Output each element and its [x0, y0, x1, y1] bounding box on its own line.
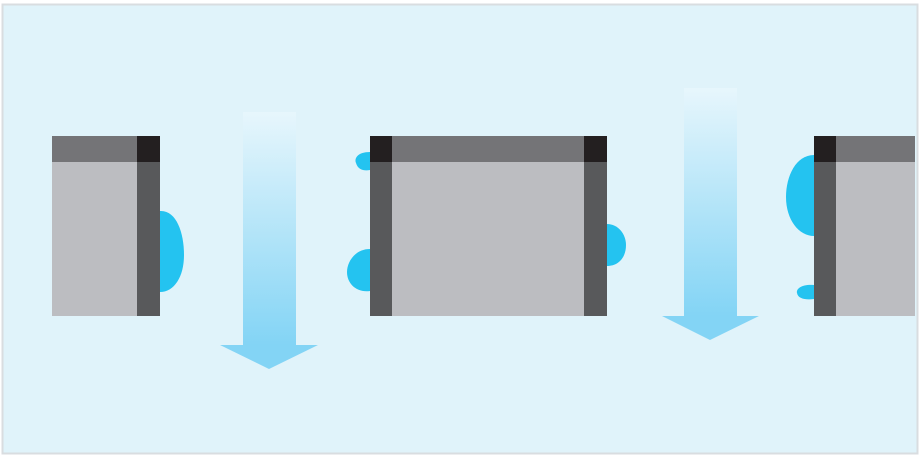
block-right [814, 136, 915, 316]
joint-side [137, 136, 160, 316]
joint-corner [814, 136, 836, 162]
joint-side [370, 136, 392, 316]
arrow-shaft [684, 88, 737, 316]
block-middle [370, 136, 607, 316]
joint-corner [137, 136, 160, 162]
block-left [52, 136, 160, 316]
block-face [370, 136, 607, 316]
block-top-band [370, 136, 607, 162]
joint-corner [370, 136, 392, 162]
joint-side [814, 136, 836, 316]
arrow-shaft [243, 112, 296, 345]
joint-side [584, 136, 607, 316]
joint-corner [584, 136, 607, 162]
